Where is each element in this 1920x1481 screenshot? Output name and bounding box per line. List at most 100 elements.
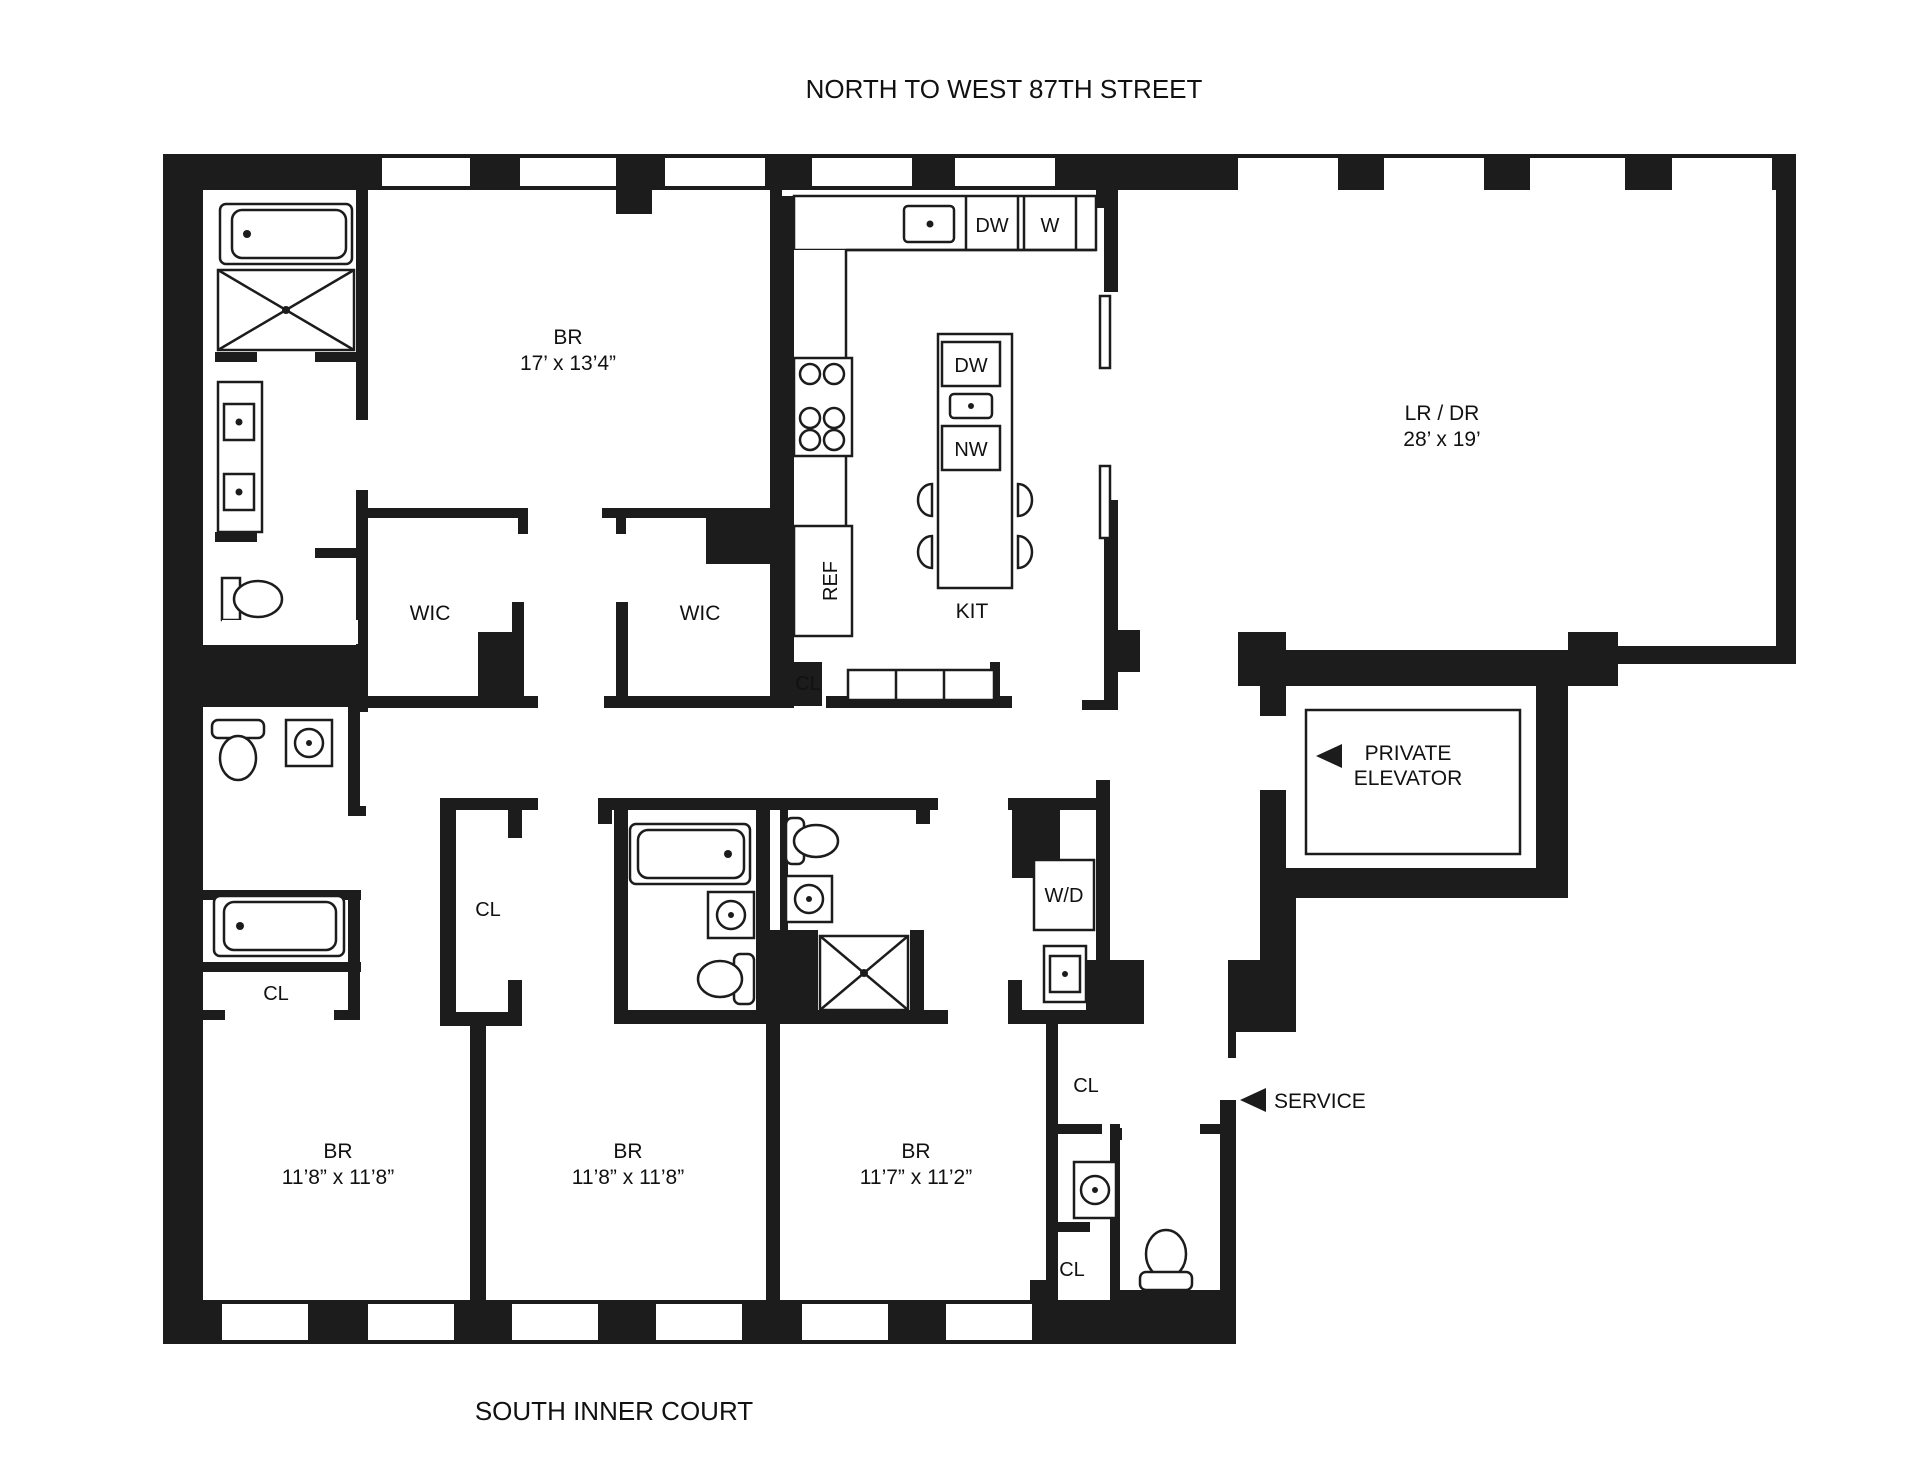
wall [614, 810, 628, 1022]
drain [968, 403, 974, 409]
window [946, 1304, 1032, 1340]
wall [1046, 1222, 1090, 1232]
lr-dr-dims: 28’ x 19’ [1403, 428, 1480, 451]
refrigerator-icon [792, 524, 854, 638]
br-1-name: BR [323, 1140, 352, 1163]
master-br-dims: 17’ x 13’4” [520, 352, 616, 375]
wall [315, 548, 360, 558]
drain [1092, 1187, 1098, 1193]
wall [598, 798, 938, 810]
wall [780, 810, 788, 1022]
east-wall [1776, 154, 1796, 664]
service-label: SERVICE [1274, 1090, 1366, 1113]
service-closet-label-1: CL [1073, 1075, 1099, 1097]
service-arrow-icon [1240, 1088, 1266, 1112]
wall [1260, 686, 1286, 716]
kitchen-closet-label: CL [795, 673, 821, 695]
drain [306, 740, 312, 746]
wall [478, 632, 516, 706]
wall [1110, 1290, 1236, 1302]
bath-closet-label: CL [263, 983, 289, 1005]
wall [215, 352, 257, 362]
burner [798, 428, 822, 452]
wall [356, 190, 368, 420]
window [656, 1304, 742, 1340]
wall [1110, 1128, 1122, 1140]
window [1672, 158, 1772, 194]
wall [910, 930, 924, 1024]
window [665, 158, 765, 186]
drain [235, 488, 243, 496]
wall [770, 930, 818, 1024]
br-1-dims: 11’8” x 11’8” [282, 1166, 394, 1189]
wall [756, 810, 770, 1022]
washer-dryer-label: W/D [1045, 885, 1084, 907]
bathtub-basin [636, 828, 746, 880]
washer-dryer-icon [1032, 858, 1096, 932]
wall [356, 645, 368, 705]
br-2-name: BR [613, 1140, 642, 1163]
window [222, 1304, 308, 1340]
wall [356, 508, 528, 518]
wall [916, 798, 930, 824]
wall [782, 662, 822, 706]
wall [348, 706, 360, 816]
toilet-icon [696, 959, 744, 999]
elevator-label-line2: ELEVATOR [1354, 767, 1463, 790]
window [368, 1304, 454, 1340]
wall [1008, 1010, 1144, 1024]
elevator-label-line1: PRIVATE [1365, 742, 1452, 765]
wall [348, 806, 366, 816]
wall [356, 696, 538, 708]
master-br-name: BR [553, 326, 582, 349]
window [802, 1304, 888, 1340]
br-3-dims: 11’7” x 11’2” [860, 1166, 972, 1189]
window [512, 1304, 598, 1340]
br-2-dims: 11’8” x 11’8” [572, 1166, 684, 1189]
br-3-name: BR [901, 1140, 930, 1163]
east-lower-wall [1600, 646, 1796, 664]
wall [334, 1010, 360, 1020]
drain [243, 230, 251, 238]
island-dishwasher-label: DW [954, 355, 987, 377]
service-closet-label-2: CL [1059, 1259, 1085, 1281]
stool-icon [1016, 482, 1034, 518]
door-jamb [1098, 464, 1112, 540]
wall [440, 798, 456, 1024]
wall [616, 602, 628, 706]
drain [728, 912, 734, 918]
bathtub-basin [230, 208, 348, 260]
window [382, 158, 470, 186]
north-windows [382, 158, 1772, 194]
hall-closet-label: CL [475, 899, 501, 921]
wall [215, 532, 257, 542]
wall [1228, 1032, 1236, 1058]
island-dishwasher [940, 340, 1002, 388]
wall [598, 798, 612, 824]
west-wall [163, 154, 203, 1344]
drain [926, 220, 934, 228]
wall [1228, 960, 1296, 1032]
drain [806, 896, 812, 902]
wall [1200, 1124, 1236, 1134]
wall [602, 508, 782, 518]
wall [766, 1020, 780, 1310]
lr-dr-name: LR / DR [1405, 402, 1480, 425]
wall [604, 696, 794, 708]
burner [798, 362, 822, 386]
drain [860, 969, 868, 977]
drain [282, 306, 290, 314]
window [1530, 158, 1625, 194]
drain [724, 850, 732, 858]
fixtures: DW W REF CL DW NW [210, 194, 1522, 1292]
wall [770, 154, 782, 706]
stool-icon [916, 482, 934, 518]
wall [1260, 790, 1286, 898]
drain [1062, 971, 1068, 977]
toilet-icon [792, 823, 840, 859]
burner [798, 406, 822, 430]
wall [508, 798, 522, 838]
wall [1096, 780, 1110, 960]
window [1238, 158, 1338, 194]
window [955, 158, 1055, 186]
